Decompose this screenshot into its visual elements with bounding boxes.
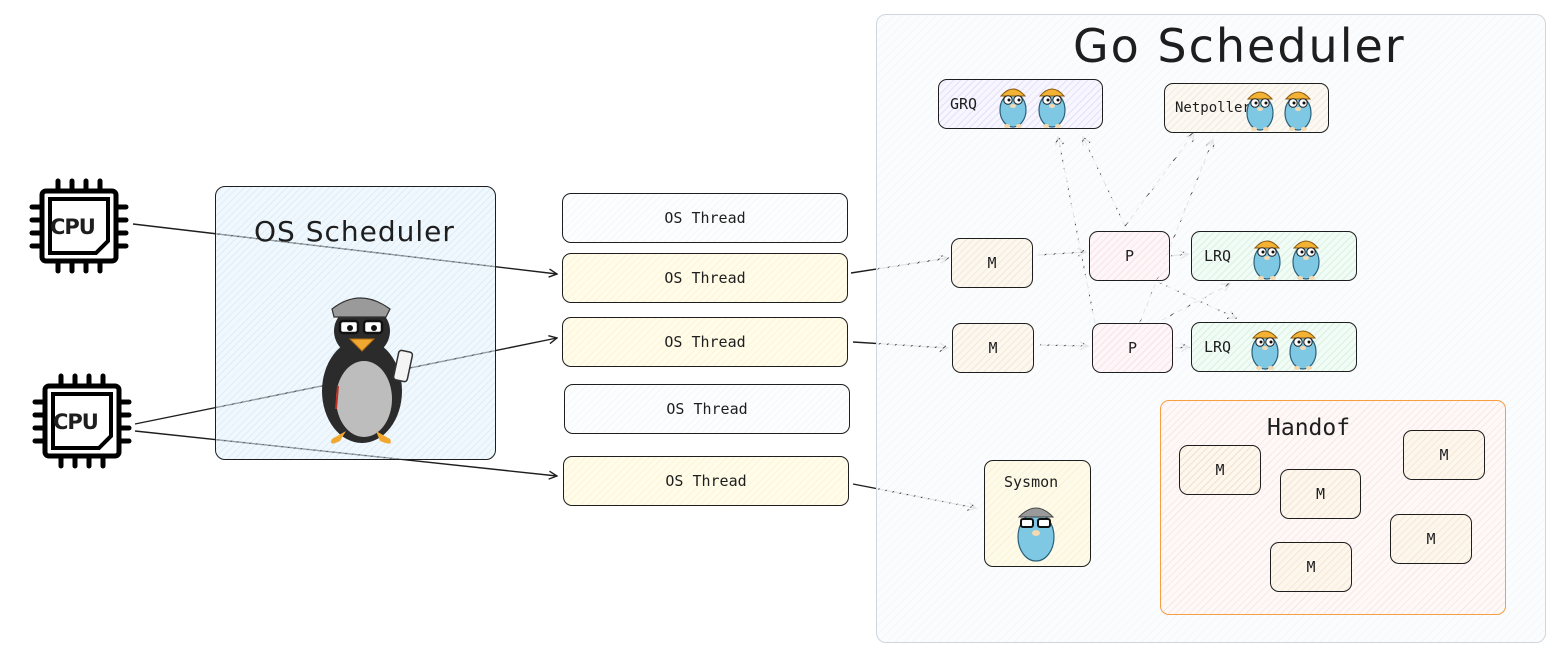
cpu-label: CPU [50,215,96,239]
processor-p-box: P [1092,323,1173,373]
tux-penguin-illustration [322,297,414,444]
lrq-label: LRQ [1204,247,1232,265]
m-label: M [1439,446,1449,464]
handoff-m-box: M [1403,430,1485,480]
gopher-icon [1284,91,1312,132]
lrq-label: LRQ [1204,338,1232,356]
handoff-title: Handof [1267,415,1351,441]
machine-m-box: M [951,238,1033,288]
gopher-icon [1038,88,1066,129]
netpoller-label: Netpoller [1175,100,1251,116]
gopher-icon [1251,330,1279,371]
cpu-chip-1: CPU [28,177,130,275]
gopher-icon [1292,240,1320,281]
os-thread-label: OS Thread [664,269,746,287]
m-label: M [1215,461,1225,479]
os-thread-box: OS Thread [562,193,848,243]
m-label: M [1315,485,1326,503]
m-label: M [1306,558,1316,576]
handoff-m-box: M [1179,445,1261,495]
os-thread-box: OS Thread [562,253,848,303]
cpu-chip-2: CPU [31,372,133,470]
handoff-m-box: M [1390,514,1472,564]
m-label: M [988,339,998,357]
gopher-icon [999,88,1027,129]
os-scheduler-title: OS Scheduler [254,215,455,248]
processor-p-box: P [1089,231,1170,281]
os-thread-label: OS Thread [664,333,746,351]
p-label: P [1127,339,1138,357]
machine-m-box: M [952,323,1034,373]
m-label: M [1426,530,1436,548]
go-scheduler-title: Go Scheduler [1073,19,1406,73]
os-thread-label: OS Thread [665,472,747,490]
cpu-icon [29,178,129,274]
gopher-icon [1289,330,1317,371]
grq-label: GRQ [950,95,978,113]
os-thread-label: OS Thread [666,400,748,418]
sysmon-gopher-icon [1017,507,1055,562]
gopher-icon [1246,91,1274,132]
sysmon-label: Sysmon [1004,473,1059,491]
os-thread-box: OS Thread [563,456,849,506]
gopher-icon [1253,240,1281,281]
os-thread-box: OS Thread [564,384,850,434]
m-label: M [987,254,997,272]
os-scheduler-panel: OS Scheduler [215,186,496,460]
handoff-m-box: M [1280,469,1361,519]
sysmon-box: Sysmon [984,460,1091,567]
handoff-m-box: M [1270,542,1352,592]
cpu-icon [32,373,132,469]
p-label: P [1124,247,1135,265]
os-thread-label: OS Thread [664,209,746,227]
cpu-label: CPU [53,410,99,434]
os-thread-box: OS Thread [562,317,848,367]
